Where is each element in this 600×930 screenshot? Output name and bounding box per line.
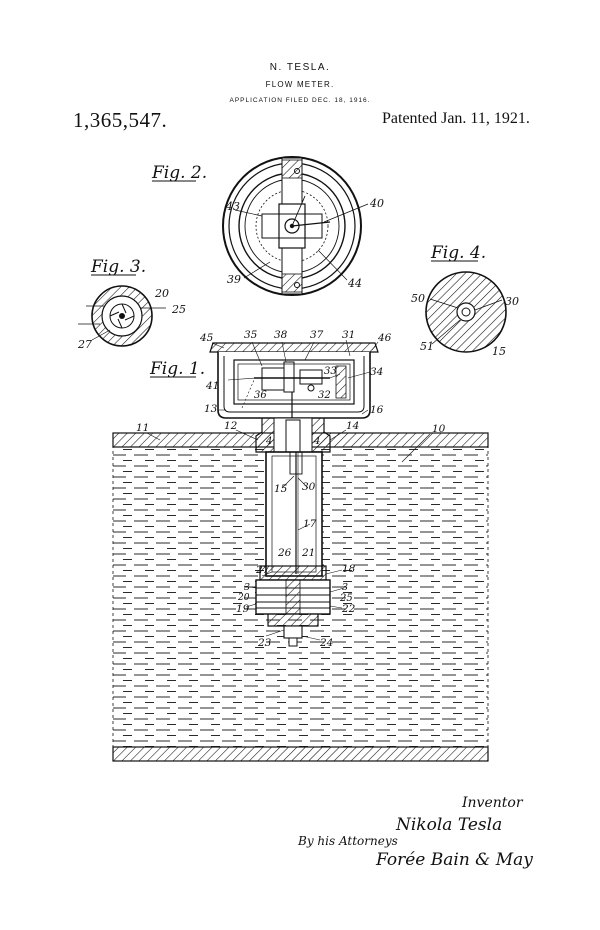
figure-titles: Fig. 2. Fig. 3. Fig. 4. Fig. 1. — [90, 163, 486, 379]
fig3-label-27: 27 — [77, 338, 92, 351]
inventor-label: Inventor — [462, 795, 523, 811]
fig1-label-3a: 3 — [244, 582, 250, 593]
fig1-label-21: 21 — [301, 547, 315, 559]
fig1-label-23: 23 — [257, 637, 272, 649]
patent-title: FLOW METER. — [265, 80, 335, 89]
fig1-title: Fig. 1. — [149, 359, 205, 379]
fig1-label-12: 12 — [224, 420, 238, 432]
fig1-label-31: 31 — [342, 329, 355, 341]
fig1-label-38: 38 — [274, 329, 288, 341]
fig4-label-51: 51 — [420, 340, 434, 353]
fig3-label-20: 20 — [154, 287, 169, 300]
fig3-label-25: 25 — [171, 303, 186, 316]
fig1-label-3b: 3 — [342, 582, 348, 593]
fig2-label-43: 43 — [225, 200, 240, 213]
fig1-label-25: 25 — [339, 593, 353, 604]
application-date: APPLICATION FILED DEC. 18, 1916. — [229, 97, 371, 104]
fig1-label-15: 15 — [274, 483, 288, 495]
fig1-tube — [255, 451, 331, 647]
fig2-label-40: 40 — [369, 197, 384, 210]
fig4-label-30: 30 — [505, 295, 519, 308]
fig4-title: Fig. 4. — [430, 243, 486, 263]
fig1-label-32: 32 — [318, 390, 331, 401]
fig2-label-44: 44 — [347, 277, 362, 290]
fig1-label-27: 27 — [255, 564, 270, 576]
fig1-label-33: 33 — [324, 366, 337, 377]
inventor-header: N. TESLA. — [269, 62, 331, 73]
patented-date: Patented Jan. 11, 1921. — [382, 110, 530, 127]
fig3-title: Fig. 3. — [90, 257, 146, 277]
inventor-signature: Nikola Tesla — [396, 815, 503, 835]
fig1-meter-housing — [209, 342, 379, 455]
fig1-label-11: 11 — [136, 422, 149, 434]
fig1-label-45: 45 — [199, 332, 214, 344]
fig1-label-46: 46 — [377, 332, 392, 344]
fig1-label-10: 10 — [432, 423, 446, 435]
fig1-label-14: 14 — [346, 420, 359, 432]
fig4-label-15: 15 — [492, 345, 506, 358]
fig2-label-39: 39 — [227, 273, 241, 286]
patent-number: 1,365,547. — [73, 108, 168, 132]
fig1-label-20: 20 — [237, 593, 250, 603]
fig1-label-19: 19 — [236, 603, 250, 615]
fig1-label-13: 13 — [204, 403, 218, 415]
fig1-label-35: 35 — [244, 329, 258, 341]
fig1-label-34: 34 — [370, 366, 383, 378]
fig1-label-4a: 4 — [265, 436, 272, 447]
fig1-label-37: 37 — [310, 329, 324, 341]
fig4-section — [425, 271, 507, 353]
fig1-label-24: 24 — [319, 637, 333, 649]
attorneys-signature: Forée Bain & May — [376, 850, 533, 870]
fig1-label-16: 16 — [370, 404, 384, 416]
fig1-label-26: 26 — [277, 547, 292, 559]
fig1-label-30: 30 — [302, 481, 316, 493]
fig1-leaders — [146, 339, 431, 641]
fig1-label-4b: 4 — [313, 436, 320, 447]
fig3-turbine — [78, 285, 166, 347]
fig2-title: Fig. 2. — [151, 163, 207, 183]
fig1-label-36: 36 — [254, 390, 267, 401]
fig1-label-22: 22 — [341, 603, 356, 615]
fig1-label-17: 17 — [303, 518, 317, 530]
fig2-dial — [222, 156, 369, 296]
attorneys-label: By his Attorneys — [298, 834, 398, 848]
fig4-label-50: 50 — [411, 292, 425, 305]
fig1-label-41: 41 — [205, 380, 219, 392]
fig1-label-18: 18 — [342, 563, 356, 575]
